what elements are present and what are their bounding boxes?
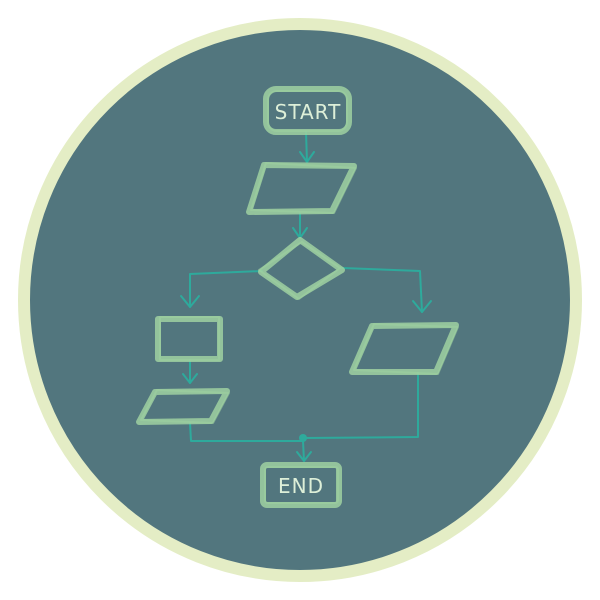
connector-merge-to-end bbox=[302, 440, 305, 462]
connector-right-merge bbox=[302, 372, 419, 439]
end-terminal-sketch bbox=[264, 466, 339, 504]
right-parallelogram-sketch bbox=[353, 323, 459, 375]
arrowhead-decision-to-right bbox=[412, 300, 432, 313]
start-label: START bbox=[275, 100, 342, 124]
connector-decision-to-left bbox=[189, 270, 263, 308]
connector-start-to-input bbox=[305, 131, 308, 163]
left-parallelogram-sketch bbox=[140, 389, 230, 424]
start-terminal-sketch bbox=[267, 90, 348, 132]
decision-diamond-sketch bbox=[258, 241, 341, 300]
arrowhead-decision-to-left bbox=[180, 295, 200, 308]
arrowhead-merge-to-end bbox=[296, 451, 312, 462]
left-process-box-sketch bbox=[159, 316, 220, 361]
input-parallelogram-sketch bbox=[250, 162, 357, 214]
arrowhead-start-to-input bbox=[299, 151, 315, 163]
merge-junction-dot bbox=[299, 434, 307, 442]
connector-decision-to-right bbox=[341, 267, 423, 313]
connector-left-merge bbox=[189, 422, 304, 442]
background-circle bbox=[18, 18, 582, 582]
end-label: END bbox=[278, 474, 324, 498]
arrowhead-left-box-to-para bbox=[182, 373, 198, 384]
